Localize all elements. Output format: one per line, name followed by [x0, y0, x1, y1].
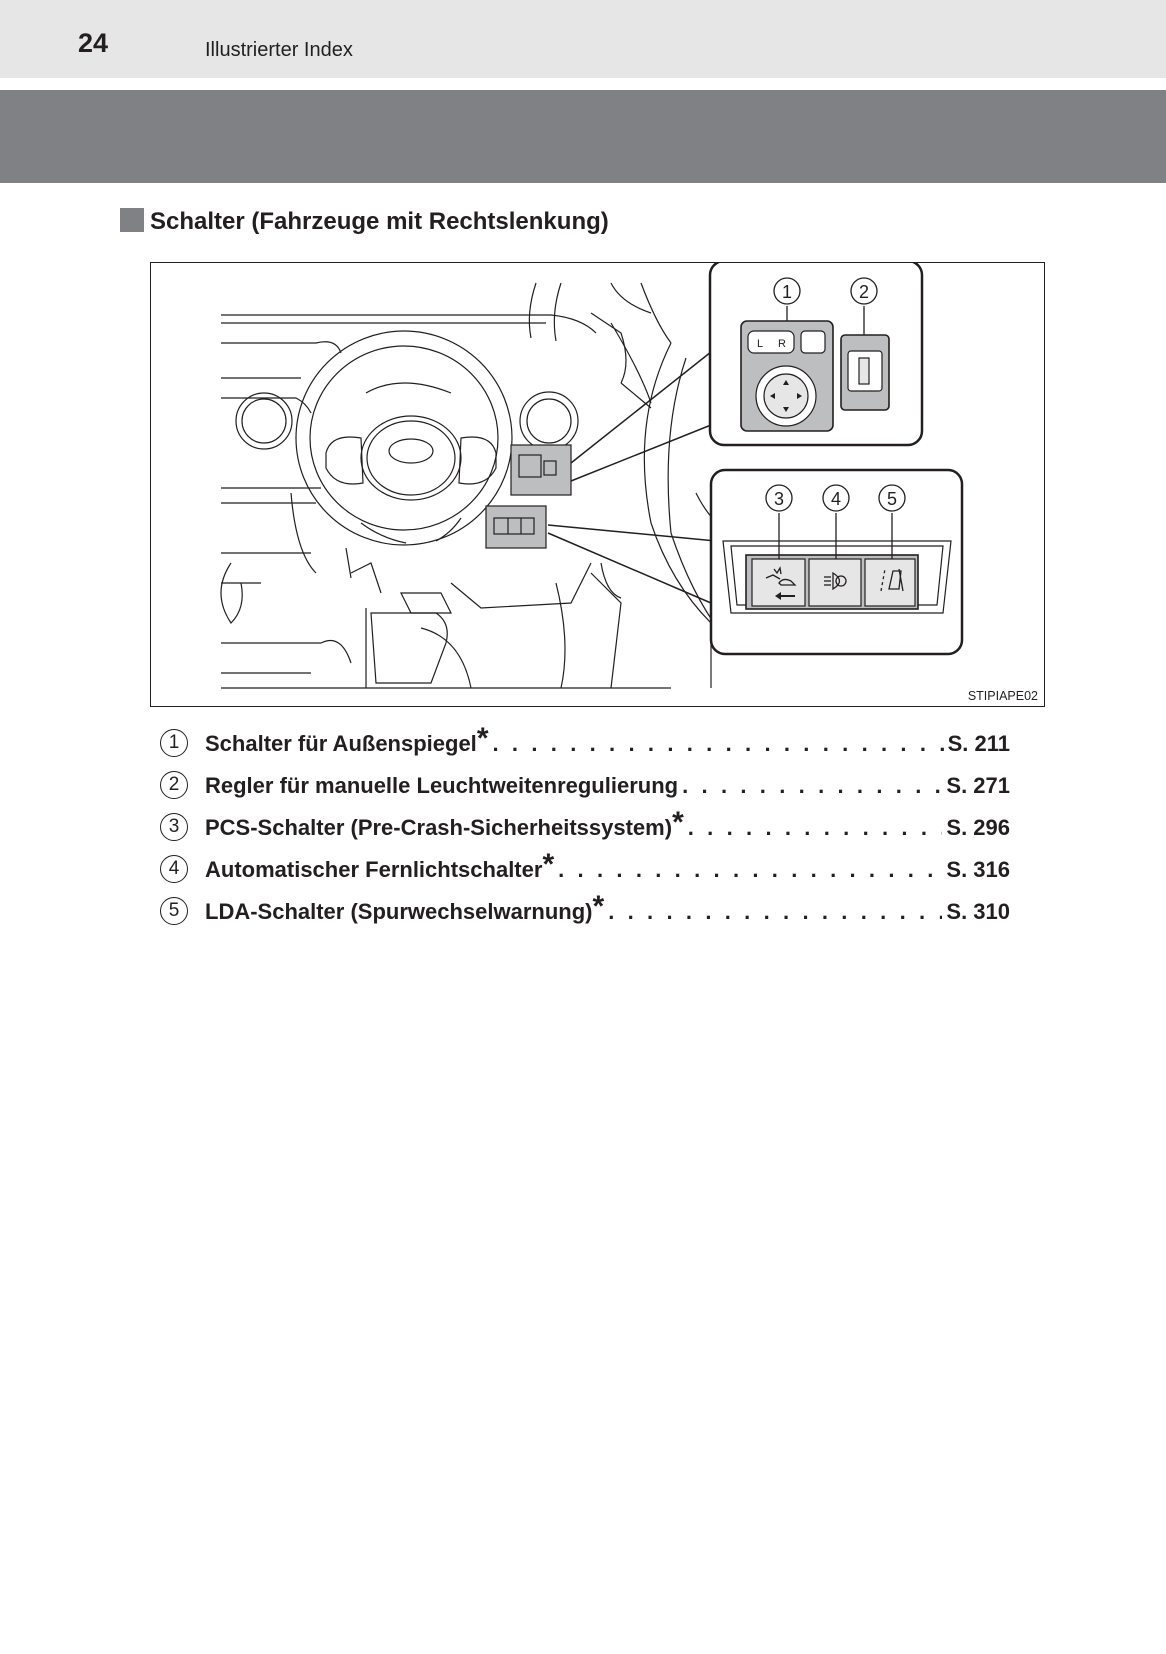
item-label: PCS-Schalter (Pre-Crash-Sicherheitssyste… [205, 806, 684, 841]
list-item: 2 Regler für manuelle Leuchtweitenreguli… [160, 771, 1010, 813]
left-vent [235, 392, 293, 450]
footnote-asterisk: * [672, 806, 684, 839]
right-vent [519, 391, 579, 451]
button-inset [709, 468, 964, 656]
switch-highlight-lower [485, 505, 547, 549]
item-row: Regler für manuelle Leuchtweitenregulier… [205, 773, 1010, 799]
leader-dots [688, 815, 943, 841]
item-label: Regler für manuelle Leuchtweitenregulier… [205, 773, 679, 798]
list-item: 5 LDA-Schalter (Spurwechselwarnung)* S. … [160, 890, 1010, 939]
callout-4: 4 [831, 489, 841, 509]
mirror-switch-labels: L R [757, 338, 786, 350]
page-header: 24 Illustrierter Index [0, 0, 1166, 78]
steering-wheel [295, 330, 513, 546]
page-reference[interactable]: S. 316 [946, 857, 1010, 882]
leader-dots [558, 857, 942, 883]
footnote-asterisk: * [476, 722, 489, 755]
leader-dots [493, 731, 944, 757]
leader-dots [682, 773, 942, 799]
item-number: 3 [160, 813, 188, 841]
item-number: 5 [160, 897, 188, 925]
leader-dots [608, 899, 942, 925]
callout-markers [765, 277, 906, 559]
callout-1: 1 [782, 282, 792, 302]
dashboard-illustration: L R [150, 262, 1045, 707]
item-number: 2 [160, 771, 188, 799]
item-row: Automatischer Fernlichtschalter* S. 316 [205, 848, 1010, 883]
section-title: Schalter (Fahrzeuge mit Rechtslenkung) [150, 208, 609, 235]
pcs-icon [765, 566, 797, 600]
callout-5: 5 [887, 489, 897, 509]
mirror-left-label: L [757, 338, 763, 350]
section-marker-icon [120, 208, 144, 232]
item-label: Schalter für Außenspiegel* [205, 722, 489, 757]
item-number: 4 [160, 855, 188, 883]
item-row: LDA-Schalter (Spurwechselwarnung)* S. 31… [205, 890, 1010, 925]
callout-numbers: 1 2 3 4 5 [774, 282, 897, 509]
item-label: Automatischer Fernlichtschalter* [205, 848, 555, 883]
lane-departure-icon [880, 568, 904, 592]
footnote-asterisk: * [542, 848, 555, 881]
leader-lines [547, 347, 717, 604]
callout-2: 2 [859, 282, 869, 302]
page-reference[interactable]: S. 211 [947, 731, 1010, 756]
header-title: Illustrierter Index [205, 39, 353, 61]
list-item: 1 Schalter für Außenspiegel* S. 211 [160, 722, 1010, 771]
header-band [0, 90, 1166, 183]
page-reference[interactable]: S. 296 [946, 815, 1010, 840]
mirror-inset [708, 263, 924, 447]
switch-highlight-upper [510, 444, 572, 496]
page-number: 24 [78, 28, 109, 58]
item-number: 1 [160, 729, 188, 757]
dashboard-drawing: L R [220, 263, 964, 689]
item-row: Schalter für Außenspiegel* S. 211 [205, 722, 1010, 757]
list-item: 4 Automatischer Fernlichtschalter* S. 31… [160, 848, 1010, 897]
callout-3: 3 [774, 489, 784, 509]
auto-high-beam-icon [824, 571, 847, 591]
item-label: LDA-Schalter (Spurwechselwarnung)* [205, 890, 605, 925]
switch-index-list: 1 Schalter für Außenspiegel* S. 211 2 Re… [160, 722, 1010, 939]
page-reference[interactable]: S. 310 [946, 899, 1010, 924]
page-reference[interactable]: S. 271 [946, 773, 1010, 798]
item-row: PCS-Schalter (Pre-Crash-Sicherheitssyste… [205, 806, 1010, 841]
footnote-asterisk: * [592, 890, 605, 923]
figure-code: STIPIAPE02 [967, 688, 1038, 703]
mirror-right-label: R [778, 338, 786, 350]
list-item: 3 PCS-Schalter (Pre-Crash-Sicherheitssys… [160, 806, 1010, 855]
